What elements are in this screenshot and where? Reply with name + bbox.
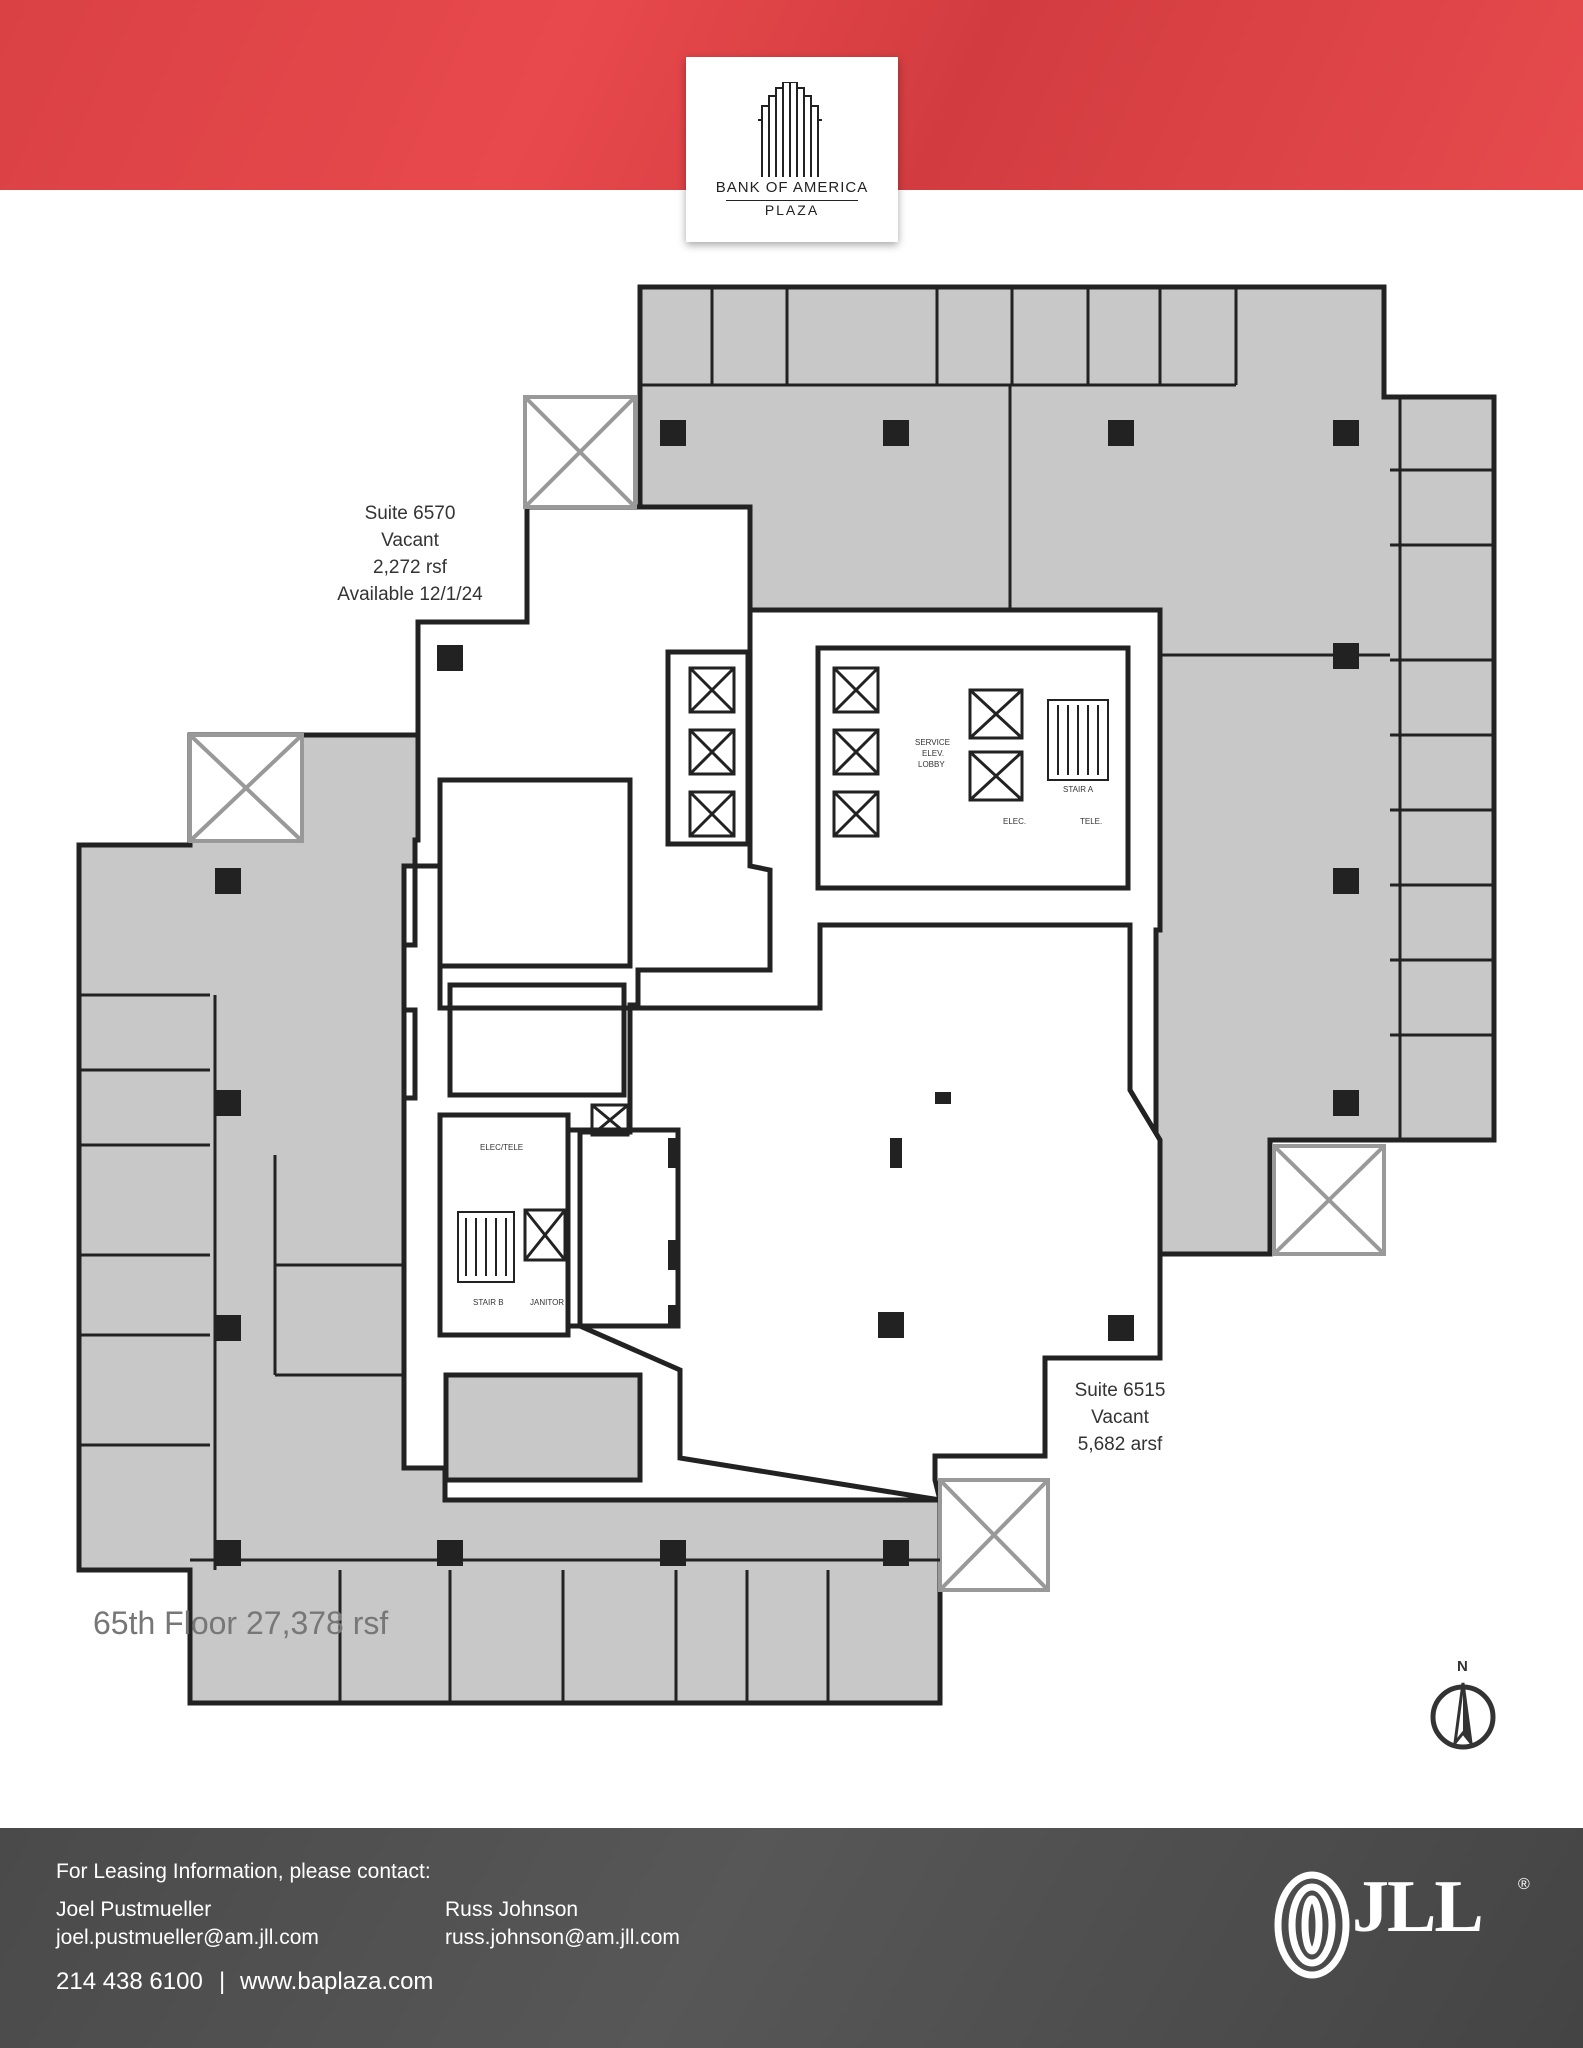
suite-6515-status: Vacant (1091, 1407, 1149, 1428)
north-arrow-icon: N (1430, 1658, 1496, 1750)
floor-title: 65th Floor 27,378 rsf (93, 1605, 389, 1641)
building-logo: BANK OF AMERICA PLAZA (686, 57, 898, 242)
suite-6570-name: Suite 6570 (364, 503, 456, 524)
stair-a-label: STAIR A (1063, 785, 1094, 794)
footer-contact-panel: For Leasing Information, please contact:… (0, 1828, 1583, 2048)
service-elev-lobby-label-3: LOBBY (918, 760, 945, 769)
suite-6570-status: Vacant (381, 530, 439, 551)
website-link[interactable]: www.baplaza.com (240, 1968, 434, 1995)
elevators (523, 666, 1024, 1262)
columns (215, 420, 1359, 1566)
service-elev-lobby-label-1: SERVICE (915, 738, 950, 747)
janitor-label: JANITOR (530, 1298, 564, 1307)
suite-6515-name: Suite 6515 (1074, 1380, 1166, 1401)
logo-divider (726, 200, 858, 201)
phone-number[interactable]: 214 438 6100 (56, 1968, 203, 1995)
stair-b-label: STAIR B (473, 1298, 504, 1307)
elec-tele-label: ELEC/TELE (480, 1143, 523, 1152)
suite-6570-availability: Available 12/1/24 (337, 584, 483, 605)
service-elev-lobby-label-2: ELEV. (922, 749, 944, 758)
suite-6570-label: Suite 6570 Vacant 2,272 rsf Available 12… (300, 500, 520, 608)
floor-plan: SERVICE ELEV. LOBBY STAIR A ELEC. TELE. … (76, 284, 1497, 1706)
contact1-name: Joel Pustmueller (56, 1898, 212, 1921)
jll-logo-icon (1274, 1871, 1350, 1979)
leased-areas (76, 284, 1497, 1706)
south-interior-room (443, 1372, 643, 1483)
suite-6515-label: Suite 6515 Vacant 5,682 arsf (1040, 1377, 1200, 1458)
stairs (457, 699, 1109, 1283)
suite-6515-size: 5,682 arsf (1077, 1434, 1163, 1455)
suite-6515-area (577, 922, 1163, 1504)
room-labels: SERVICE ELEV. LOBBY STAIR A ELEC. TELE. … (473, 738, 1102, 1307)
contact2-name: Russ Johnson (445, 1898, 579, 1921)
logo-text-line1: BANK OF AMERICA (715, 179, 869, 196)
registered-mark: ® (1518, 1876, 1530, 1893)
contact1-email[interactable]: joel.pustmueller@am.jll.com (56, 1926, 319, 1949)
suite-6570-size: 2,272 rsf (373, 557, 447, 578)
contact-heading: For Leasing Information, please contact: (56, 1860, 431, 1883)
contact-separator: | (219, 1968, 226, 1995)
core-walls (437, 645, 1131, 1338)
jll-wordmark: JLL (1352, 1866, 1484, 1948)
voids (188, 395, 1386, 1592)
compass-north-label: N (1457, 1658, 1468, 1675)
tower-logo-icon (758, 82, 822, 177)
elec-label: ELEC. (1003, 817, 1026, 826)
logo-text-line2: PLAZA (764, 202, 820, 218)
contact2-email[interactable]: russ.johnson@am.jll.com (445, 1926, 680, 1949)
tele-label: TELE. (1080, 817, 1102, 826)
